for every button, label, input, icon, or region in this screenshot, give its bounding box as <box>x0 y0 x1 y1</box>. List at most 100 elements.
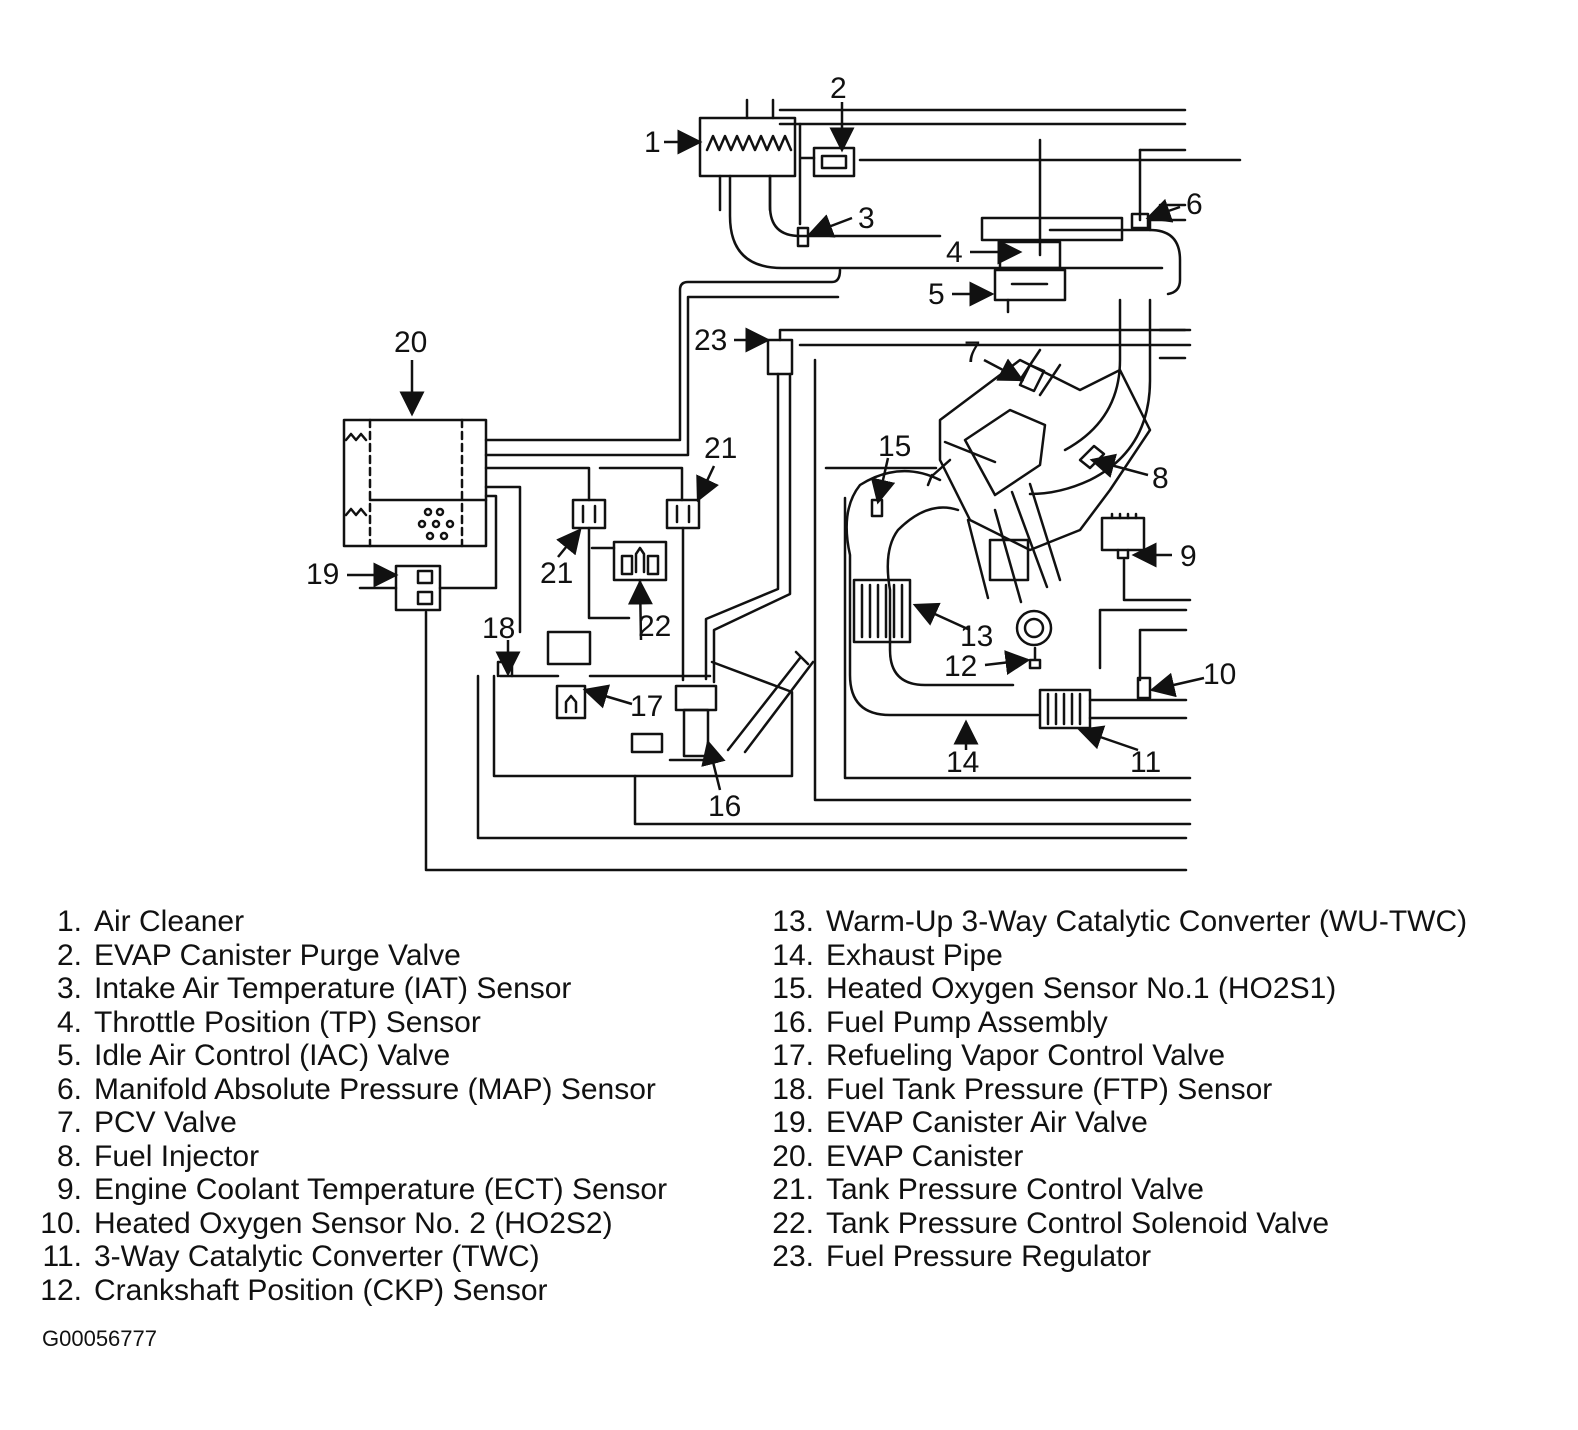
legend-item-label: Intake Air Temperature (IAT) Sensor <box>94 972 572 1005</box>
callout-4: 4 <box>946 236 963 269</box>
legend-item-number: 14. <box>772 938 814 972</box>
legend-item: 10. Heated Oxygen Sensor No. 2 (HO2S2) <box>30 1207 667 1241</box>
legend-item-label: 3-Way Catalytic Converter (TWC) <box>94 1240 540 1273</box>
legend-item: 11.3-Way Catalytic Converter (TWC) <box>30 1240 667 1274</box>
callout-labels: 1 2 3 4 5 6 7 8 9 10 11 12 13 14 15 16 1… <box>306 72 1236 823</box>
legend-item-label: Fuel Pressure Regulator <box>826 1240 1152 1273</box>
legend-item-number: 19. <box>772 1106 814 1139</box>
callout-17: 17 <box>630 690 663 723</box>
tank-pressure-control-valve <box>484 466 701 682</box>
engine <box>926 348 1152 647</box>
legend-item: 2. EVAP Canister Purge Valve <box>30 939 667 973</box>
legend-item: 13. Warm-Up 3-Way Catalytic Converter (WU… <box>766 905 1467 939</box>
callout-arrows <box>347 102 1205 791</box>
callout-1: 1 <box>644 126 661 159</box>
figure-id: G00056777 <box>42 1326 157 1351</box>
legend-item-number: 3. <box>56 972 82 1005</box>
legend-item-number: 2. <box>56 938 82 972</box>
legend-item-number: 22. <box>772 1206 814 1240</box>
callout-18: 18 <box>482 612 515 645</box>
legend-item-label: EVAP Canister Purge Valve <box>94 938 461 972</box>
legend-item-number: 17. <box>772 1039 814 1072</box>
legend-item: 7.PCV Valve <box>30 1106 667 1140</box>
air-cleaner <box>698 98 797 212</box>
legend-item-number: 6. <box>56 1072 82 1106</box>
fuel-pressure-regulator <box>704 328 1192 802</box>
callout-21b: 21 <box>704 432 737 465</box>
legend-item-label: Exhaust Pipe <box>826 938 1003 972</box>
legend-item-number: 13. <box>772 905 814 938</box>
legend-item-label: Refueling Vapor Control Valve <box>826 1039 1226 1072</box>
legend-item-number: 12. <box>40 1273 82 1307</box>
callout-5: 5 <box>928 278 945 311</box>
legend-left-column: 1. Air Cleaner 2. EVAP Canister Purge Valve… <box>30 905 667 1307</box>
evap-canister <box>342 418 488 548</box>
system-diagram: 1 2 3 4 5 6 7 8 9 10 11 12 13 14 15 16 1… <box>306 72 1242 872</box>
callout-7: 7 <box>964 336 981 369</box>
legend-item: 23.Fuel Pressure Regulator <box>766 1240 1467 1274</box>
legend-item: 16. Fuel Pump Assembly <box>766 1006 1467 1040</box>
callout-8: 8 <box>1152 462 1169 495</box>
legend-item-label: Fuel Pump Assembly <box>826 1005 1108 1039</box>
legend-item-label: Idle Air Control (IAC) Valve <box>94 1039 451 1072</box>
legend-item-number: 5. <box>56 1039 82 1072</box>
legend-item: 5. Idle Air Control (IAC) Valve <box>30 1039 667 1073</box>
legend-item-number: 10. <box>40 1206 82 1240</box>
callout-14: 14 <box>946 746 979 779</box>
legend-item-number: 20. <box>772 1139 814 1173</box>
purge-line <box>484 268 842 442</box>
legend-item-label: Fuel Injector <box>94 1139 260 1173</box>
legend-item-label: Heated Oxygen Sensor No.1 (HO2S1) <box>826 972 1337 1005</box>
legend-item-label: Manifold Absolute Pressure (MAP) Sensor <box>94 1072 656 1106</box>
intake-duct <box>728 108 1242 496</box>
legend-item-label: Fuel Tank Pressure (FTP) Sensor <box>826 1072 1273 1106</box>
legend-item: 12.Crankshaft Position (CKP) Sensor <box>30 1274 667 1308</box>
legend-item-label: Tank Pressure Control Solenoid Valve <box>826 1206 1330 1240</box>
legend-right-column: 13. Warm-Up 3-Way Catalytic Converter (WU… <box>766 905 1467 1274</box>
throttle-body <box>980 138 1124 314</box>
callout-12: 12 <box>944 650 977 683</box>
legend-item-label: EVAP Canister <box>826 1139 1024 1173</box>
legend-item: 9. Engine Coolant Temperature (ECT) Senso… <box>30 1173 667 1207</box>
legend-item: 19. EVAP Canister Air Valve <box>766 1106 1467 1140</box>
legend-item: 1. Air Cleaner <box>30 905 667 939</box>
callout-9: 9 <box>1180 540 1197 573</box>
legend-item: 20. EVAP Canister <box>766 1140 1467 1174</box>
callout-21a: 21 <box>540 557 573 590</box>
legend-item-number: 18. <box>772 1072 814 1106</box>
callout-19: 19 <box>306 558 339 591</box>
legend-item-number: 15. <box>772 972 814 1005</box>
legend-item: 15. Heated Oxygen Sensor No.1 (HO2S1) <box>766 972 1467 1006</box>
legend-item-label: EVAP Canister Air Valve <box>826 1106 1148 1139</box>
evap-purge-valve <box>798 122 856 226</box>
legend-item-label: Engine Coolant Temperature (ECT) Sensor <box>94 1173 668 1206</box>
legend-item-number: 16. <box>772 1005 814 1039</box>
legend-item: 3. Intake Air Temperature (IAT) Sensor <box>30 972 667 1006</box>
callout-13: 13 <box>960 620 993 653</box>
callout-16: 16 <box>708 790 741 823</box>
legend-item: 4.Throttle Position (TP) Sensor <box>30 1006 667 1040</box>
legend-item-label: Throttle Position (TP) Sensor <box>94 1005 481 1039</box>
callout-15: 15 <box>878 430 911 463</box>
legend-item-label: Warm-Up 3-Way Catalytic Converter (WU-TW… <box>826 905 1468 938</box>
callout-22: 22 <box>638 610 671 643</box>
legend-item-label: Tank Pressure Control Valve <box>826 1173 1204 1206</box>
callout-3: 3 <box>858 202 875 235</box>
legend-item: 18. Fuel Tank Pressure (FTP) Sensor <box>766 1073 1467 1107</box>
legend-item-number: 7. <box>56 1106 82 1139</box>
legend-item-label: Heated Oxygen Sensor No. 2 (HO2S2) <box>94 1206 613 1240</box>
legend-item: 21.Tank Pressure Control Valve <box>766 1173 1467 1207</box>
ect-sensor <box>1100 512 1192 602</box>
legend-item: 14. Exhaust Pipe <box>766 939 1467 973</box>
exhaust-system <box>824 466 1192 780</box>
legend-item-label: Air Cleaner <box>94 905 245 938</box>
callout-23: 23 <box>694 324 727 357</box>
legend-item-number: 1. <box>56 905 82 938</box>
callout-20: 20 <box>394 326 427 359</box>
callout-2: 2 <box>830 72 847 105</box>
legend-item: 17. Refueling Vapor Control Valve <box>766 1039 1467 1073</box>
callout-6: 6 <box>1186 188 1203 221</box>
tank-pressure-solenoid-valve <box>590 540 668 604</box>
legend-item-number: 9. <box>56 1173 82 1206</box>
refueling-vapor-control-valve <box>484 485 592 720</box>
